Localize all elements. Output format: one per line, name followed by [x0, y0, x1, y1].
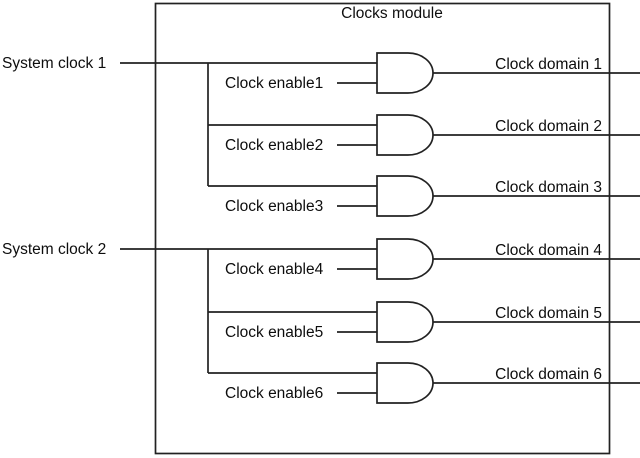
system-clock-1-label: System clock 1: [2, 55, 106, 72]
and-gate-4-symbol: [376, 238, 434, 280]
clock-domain-3-label: Clock domain 3: [495, 179, 602, 196]
clock-enable2-label: Clock enable2: [225, 137, 323, 154]
clocks-module-box: [154, 2, 611, 455]
clock-enable4-label: Clock enable4: [225, 261, 324, 278]
clock-enable6-label: Clock enable6: [225, 385, 323, 402]
gate-row-4: Clock enable4 Clock domain 4: [225, 238, 640, 280]
and-gate-1-symbol: [376, 52, 434, 94]
gate-row-2: Clock enable2 Clock domain 2: [225, 114, 640, 156]
gate-row-5: Clock enable5 Clock domain 5: [225, 301, 640, 343]
clock-domain-6-label: Clock domain 6: [495, 366, 602, 383]
system-clock-1-net: System clock 1: [2, 55, 377, 187]
clock-enable1-label: Clock enable1: [225, 75, 323, 92]
clock-domain-1-label: Clock domain 1: [495, 56, 602, 73]
module-title: Clocks module: [341, 5, 443, 22]
and-gate-6-symbol: [376, 362, 434, 404]
clock-domain-4-label: Clock domain 4: [495, 242, 602, 259]
clock-enable5-label: Clock enable5: [225, 324, 323, 341]
system-clock-2-label: System clock 2: [2, 241, 106, 258]
system-clock-2-net: System clock 2: [2, 241, 377, 374]
clock-domain-5-label: Clock domain 5: [495, 305, 602, 322]
and-gate-3-symbol: [376, 175, 434, 217]
gate-row-3: Clock enable3 Clock domain 3: [225, 175, 640, 217]
and-gate-5-symbol: [376, 301, 434, 343]
clock-domain-2-label: Clock domain 2: [495, 118, 602, 135]
and-gate-2-symbol: [376, 114, 434, 156]
gate-row-6: Clock enable6 Clock domain 6: [225, 362, 640, 404]
gate-row-1: Clock enable1 Clock domain 1: [225, 52, 640, 94]
clock-enable3-label: Clock enable3: [225, 198, 323, 215]
